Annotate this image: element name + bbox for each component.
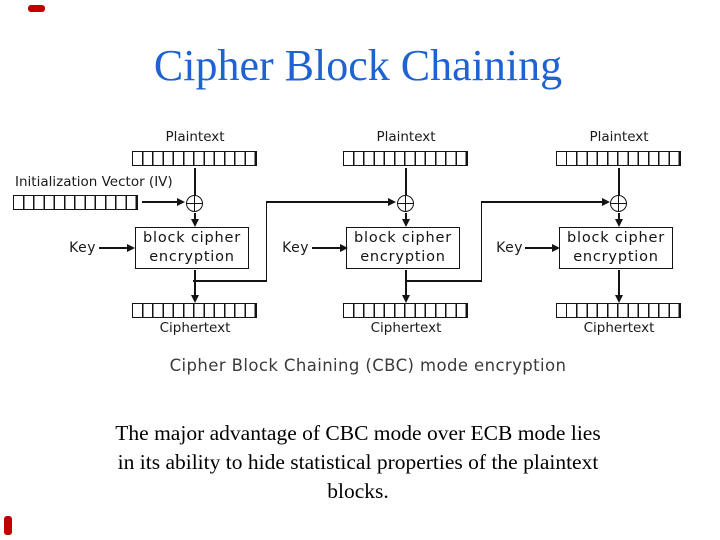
chain-arrowhead-icon — [388, 197, 396, 206]
chain-line — [480, 201, 483, 282]
block-cipher-box: block cipher encryption — [559, 227, 673, 269]
plaintext-block — [132, 151, 257, 166]
red-accent-bottom-left — [4, 516, 12, 535]
slide-title: Cipher Block Chaining — [153, 41, 563, 90]
ciphertext-label: Ciphertext — [370, 320, 442, 336]
iv-arrow-line — [142, 201, 177, 203]
key-arrowhead-icon — [127, 243, 135, 252]
flow-line — [405, 213, 407, 221]
ciphertext-block — [556, 303, 681, 318]
iv-block — [13, 195, 138, 210]
ciphertext-block — [343, 303, 468, 318]
plaintext-block — [343, 151, 468, 166]
body-line: The major advantage of CBC mode over ECB… — [115, 421, 601, 445]
plaintext-label: Plaintext — [589, 129, 649, 145]
iv-label: Initialization Vector (IV) — [15, 174, 173, 190]
cbc-column-1: Plaintext block cipher encryption Cipher… — [132, 130, 258, 342]
red-accent-top-left — [28, 5, 45, 12]
plaintext-block — [556, 151, 681, 166]
cbc-column-2: Plaintext block cipher encryption Cipher… — [343, 130, 469, 342]
block-cipher-label-line2: encryption — [360, 249, 446, 265]
flow-line — [618, 168, 620, 195]
block-cipher-label-line1: block cipher — [354, 230, 452, 246]
block-cipher-label-line2: encryption — [149, 249, 235, 265]
xor-icon — [186, 195, 203, 212]
flow-line — [194, 168, 196, 195]
iv-arrowhead-icon — [177, 197, 185, 206]
block-cipher-label-line1: block cipher — [143, 230, 241, 246]
block-cipher-label-line2: encryption — [573, 249, 659, 265]
cbc-column-3: Plaintext block cipher encryption Cipher… — [556, 130, 682, 342]
key-arrow-line — [525, 247, 552, 249]
flow-line — [405, 270, 407, 296]
arrowhead-icon — [401, 295, 410, 303]
flow-line — [194, 270, 196, 296]
ciphertext-block — [132, 303, 257, 318]
arrowhead-icon — [614, 219, 623, 227]
xor-icon — [610, 195, 627, 212]
chain-line — [406, 280, 482, 282]
chain-arrowhead-icon — [602, 197, 610, 206]
block-cipher-box: block cipher encryption — [135, 227, 249, 269]
chain-line — [193, 280, 267, 282]
body-line: in its ability to hide statistical prope… — [117, 450, 599, 474]
plaintext-label: Plaintext — [376, 129, 436, 145]
key-arrowhead-icon — [340, 243, 348, 252]
arrowhead-icon — [190, 295, 199, 303]
flow-line — [618, 213, 620, 221]
chain-line — [265, 201, 268, 282]
key-label: Key — [282, 240, 309, 256]
body-text: The major advantage of CBC mode over ECB… — [0, 419, 716, 506]
plaintext-label: Plaintext — [165, 129, 225, 145]
flow-line — [618, 270, 620, 296]
xor-icon — [397, 195, 414, 212]
flow-line — [405, 168, 407, 195]
arrowhead-icon — [614, 295, 623, 303]
diagram-caption: Cipher Block Chaining (CBC) mode encrypt… — [169, 356, 567, 375]
key-label: Key — [496, 240, 523, 256]
arrowhead-icon — [401, 219, 410, 227]
chain-line — [481, 201, 602, 203]
key-arrow-line — [99, 247, 127, 249]
block-cipher-label-line1: block cipher — [567, 230, 665, 246]
chain-line — [266, 201, 388, 203]
block-cipher-box: block cipher encryption — [346, 227, 460, 269]
body-line: blocks. — [327, 479, 389, 503]
ciphertext-label: Ciphertext — [583, 320, 655, 336]
key-arrowhead-icon — [552, 243, 560, 252]
key-arrow-line — [312, 247, 340, 249]
key-label: Key — [69, 240, 96, 256]
arrowhead-icon — [190, 219, 199, 227]
ciphertext-label: Ciphertext — [159, 320, 231, 336]
flow-line — [194, 213, 196, 221]
